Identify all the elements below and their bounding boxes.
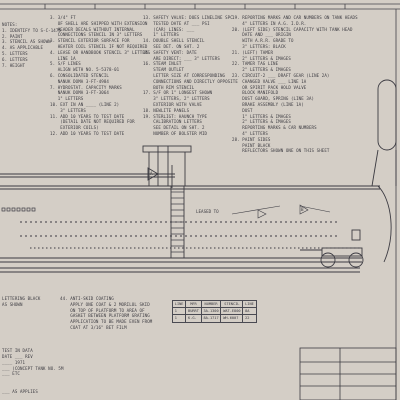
tank-car-outline	[0, 165, 392, 273]
truck-wheels	[300, 229, 364, 268]
table-cell: 1	[171, 314, 187, 323]
platform-and-ladder	[142, 145, 192, 258]
table-header-row: LINE MFR NUMBER STENCIL LINE	[171, 299, 257, 309]
table-header-cell: MFR	[185, 299, 202, 309]
table-cell: 8A	[242, 307, 257, 316]
leased-to-label: LEASED TO	[196, 209, 219, 214]
table-cell: WH-6007	[220, 314, 244, 323]
table-row: 1 BURRT 3A-1300 WAT-E800 8A	[171, 307, 257, 316]
table-header-cell: LINE	[171, 299, 187, 309]
table-header-cell: NUMBER	[200, 299, 222, 309]
table-header-cell: LINE	[242, 299, 257, 309]
table-cell: WAT-E800	[220, 307, 244, 316]
decal-row	[1, 207, 36, 212]
sheet-border	[0, 3, 400, 400]
title-block	[299, 347, 397, 400]
notes-bottom-left: LETTERING BLACK AS SHOWN TEST IN DATA DA…	[2, 296, 64, 394]
table-cell: K.G.	[185, 314, 202, 323]
table-cell: 1	[171, 307, 187, 316]
leader-lines	[231, 204, 331, 219]
table-cell: 8A-1717	[200, 314, 222, 323]
table-row: 1 K.G. 8A-1717 WH-6007 22	[171, 314, 257, 323]
notes-column-1: NOTES: 1. IDENTIFY TO S-C-1475 2. PAINT …	[2, 22, 61, 68]
marker-label-a: A	[150, 171, 153, 176]
marker-label-b: B	[301, 207, 304, 212]
table-cell: 22	[242, 314, 257, 323]
table-cell: 3A-1300	[200, 307, 222, 316]
table-header-cell: STENCIL	[220, 299, 244, 309]
notes-column-2: 3. 3/4" FT OF SHELL ARE SHIPPED WITH EXT…	[50, 15, 151, 136]
table-cell: BURRT	[185, 307, 202, 316]
notes-column-3: 13. SAFETY VALVE: DOES LINELINE SPC TEST…	[143, 15, 238, 136]
notes-column-4: 19. REPORTING MARKS AND CAR NUMBERS ON T…	[232, 15, 358, 154]
notes-anti-skid: 44. ANTI-SKID COATING APPLY ONE COAT & 2…	[60, 296, 153, 330]
end-dome	[371, 79, 397, 187]
revision-table: LINE MFR NUMBER STENCIL LINE 1 BURRT 3A-…	[171, 299, 257, 323]
